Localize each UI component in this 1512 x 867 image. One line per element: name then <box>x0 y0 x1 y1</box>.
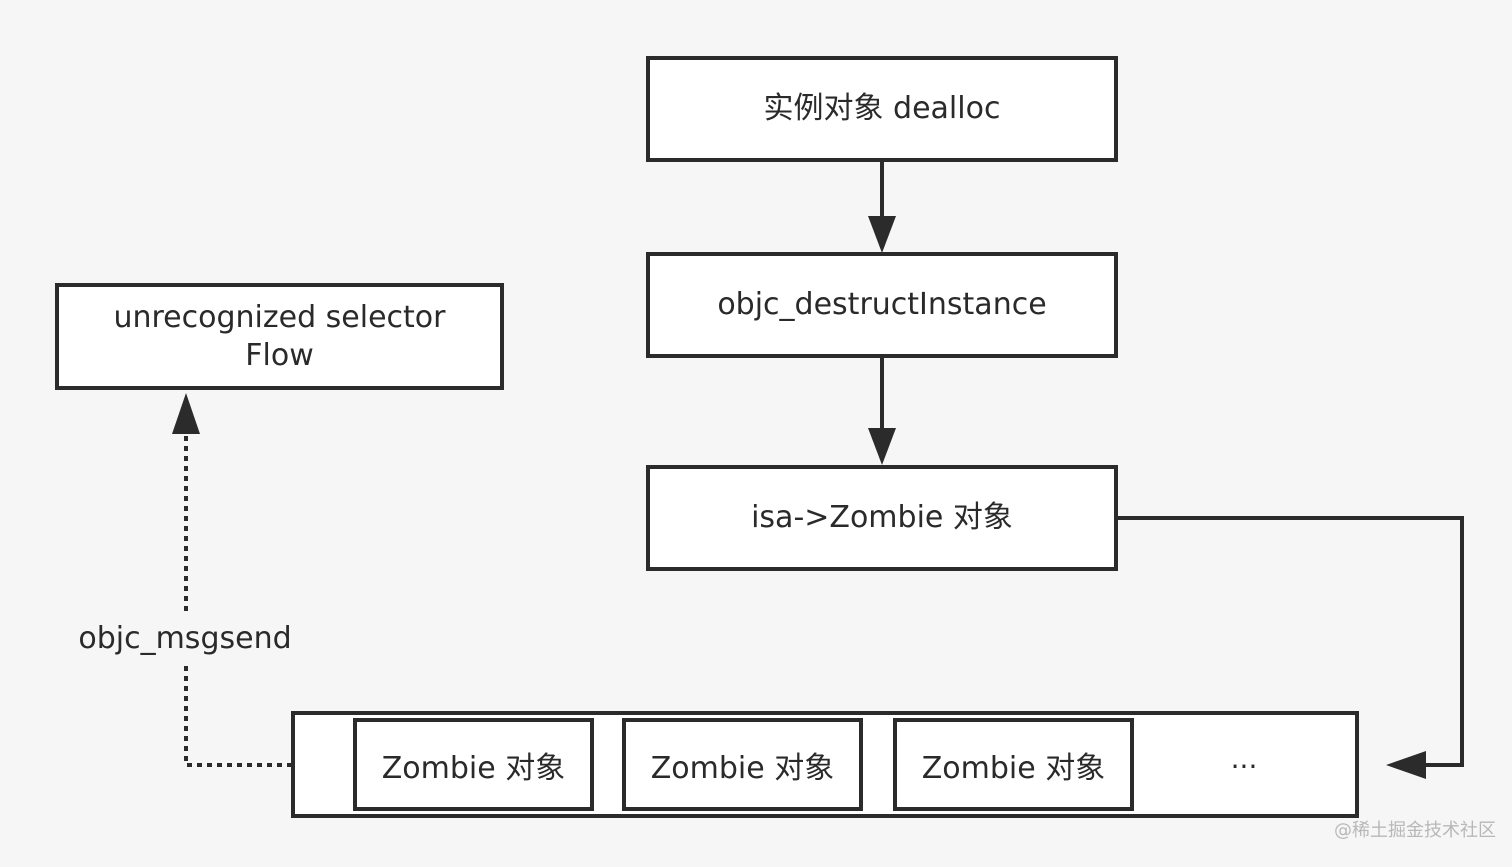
node-dealloc: 实例对象 dealloc <box>646 56 1118 162</box>
edge-label-objc-msgsend: objc_msgsend <box>78 614 292 662</box>
arrowhead-destruct-to-isa <box>868 428 896 465</box>
watermark-text: @稀土掘金技术社区 <box>1334 820 1496 841</box>
node-unrecognized-line-1: unrecognized selector <box>113 299 446 335</box>
node-isa-zombie: isa->Zombie 对象 <box>646 465 1118 571</box>
zombie-object-2: Zombie 对象 <box>622 718 863 811</box>
node-destruct-instance: objc_destructInstance <box>646 252 1118 358</box>
node-isa-zombie-label: isa->Zombie 对象 <box>751 500 1013 535</box>
edge-isa-to-zombie-list <box>1118 516 1464 767</box>
zombie-list-ellipsis: ... <box>1230 742 1258 775</box>
zombie-object-1: Zombie 对象 <box>353 718 594 811</box>
arrowhead-to-unrecognized <box>172 393 200 434</box>
node-destruct-instance-label: objc_destructInstance <box>717 287 1047 322</box>
node-dealloc-label: 实例对象 dealloc <box>763 91 1001 126</box>
zombie-object-3: Zombie 对象 <box>893 718 1134 811</box>
arrowhead-isa-to-zombie-list <box>1386 751 1426 779</box>
zombie-object-2-label: Zombie 对象 <box>650 750 835 786</box>
node-unrecognized-selector: unrecognized selector Flow <box>55 283 504 390</box>
node-unrecognized-line-2: Flow <box>245 337 314 373</box>
edge-zombie-list-to-unrecognized <box>184 430 292 767</box>
zombie-object-3-label: Zombie 对象 <box>921 750 1106 786</box>
zombie-object-1-label: Zombie 对象 <box>381 750 566 786</box>
edge-label-objc-msgsend-text: objc_msgsend <box>78 620 292 656</box>
arrowhead-dealloc-to-destruct <box>868 216 896 253</box>
